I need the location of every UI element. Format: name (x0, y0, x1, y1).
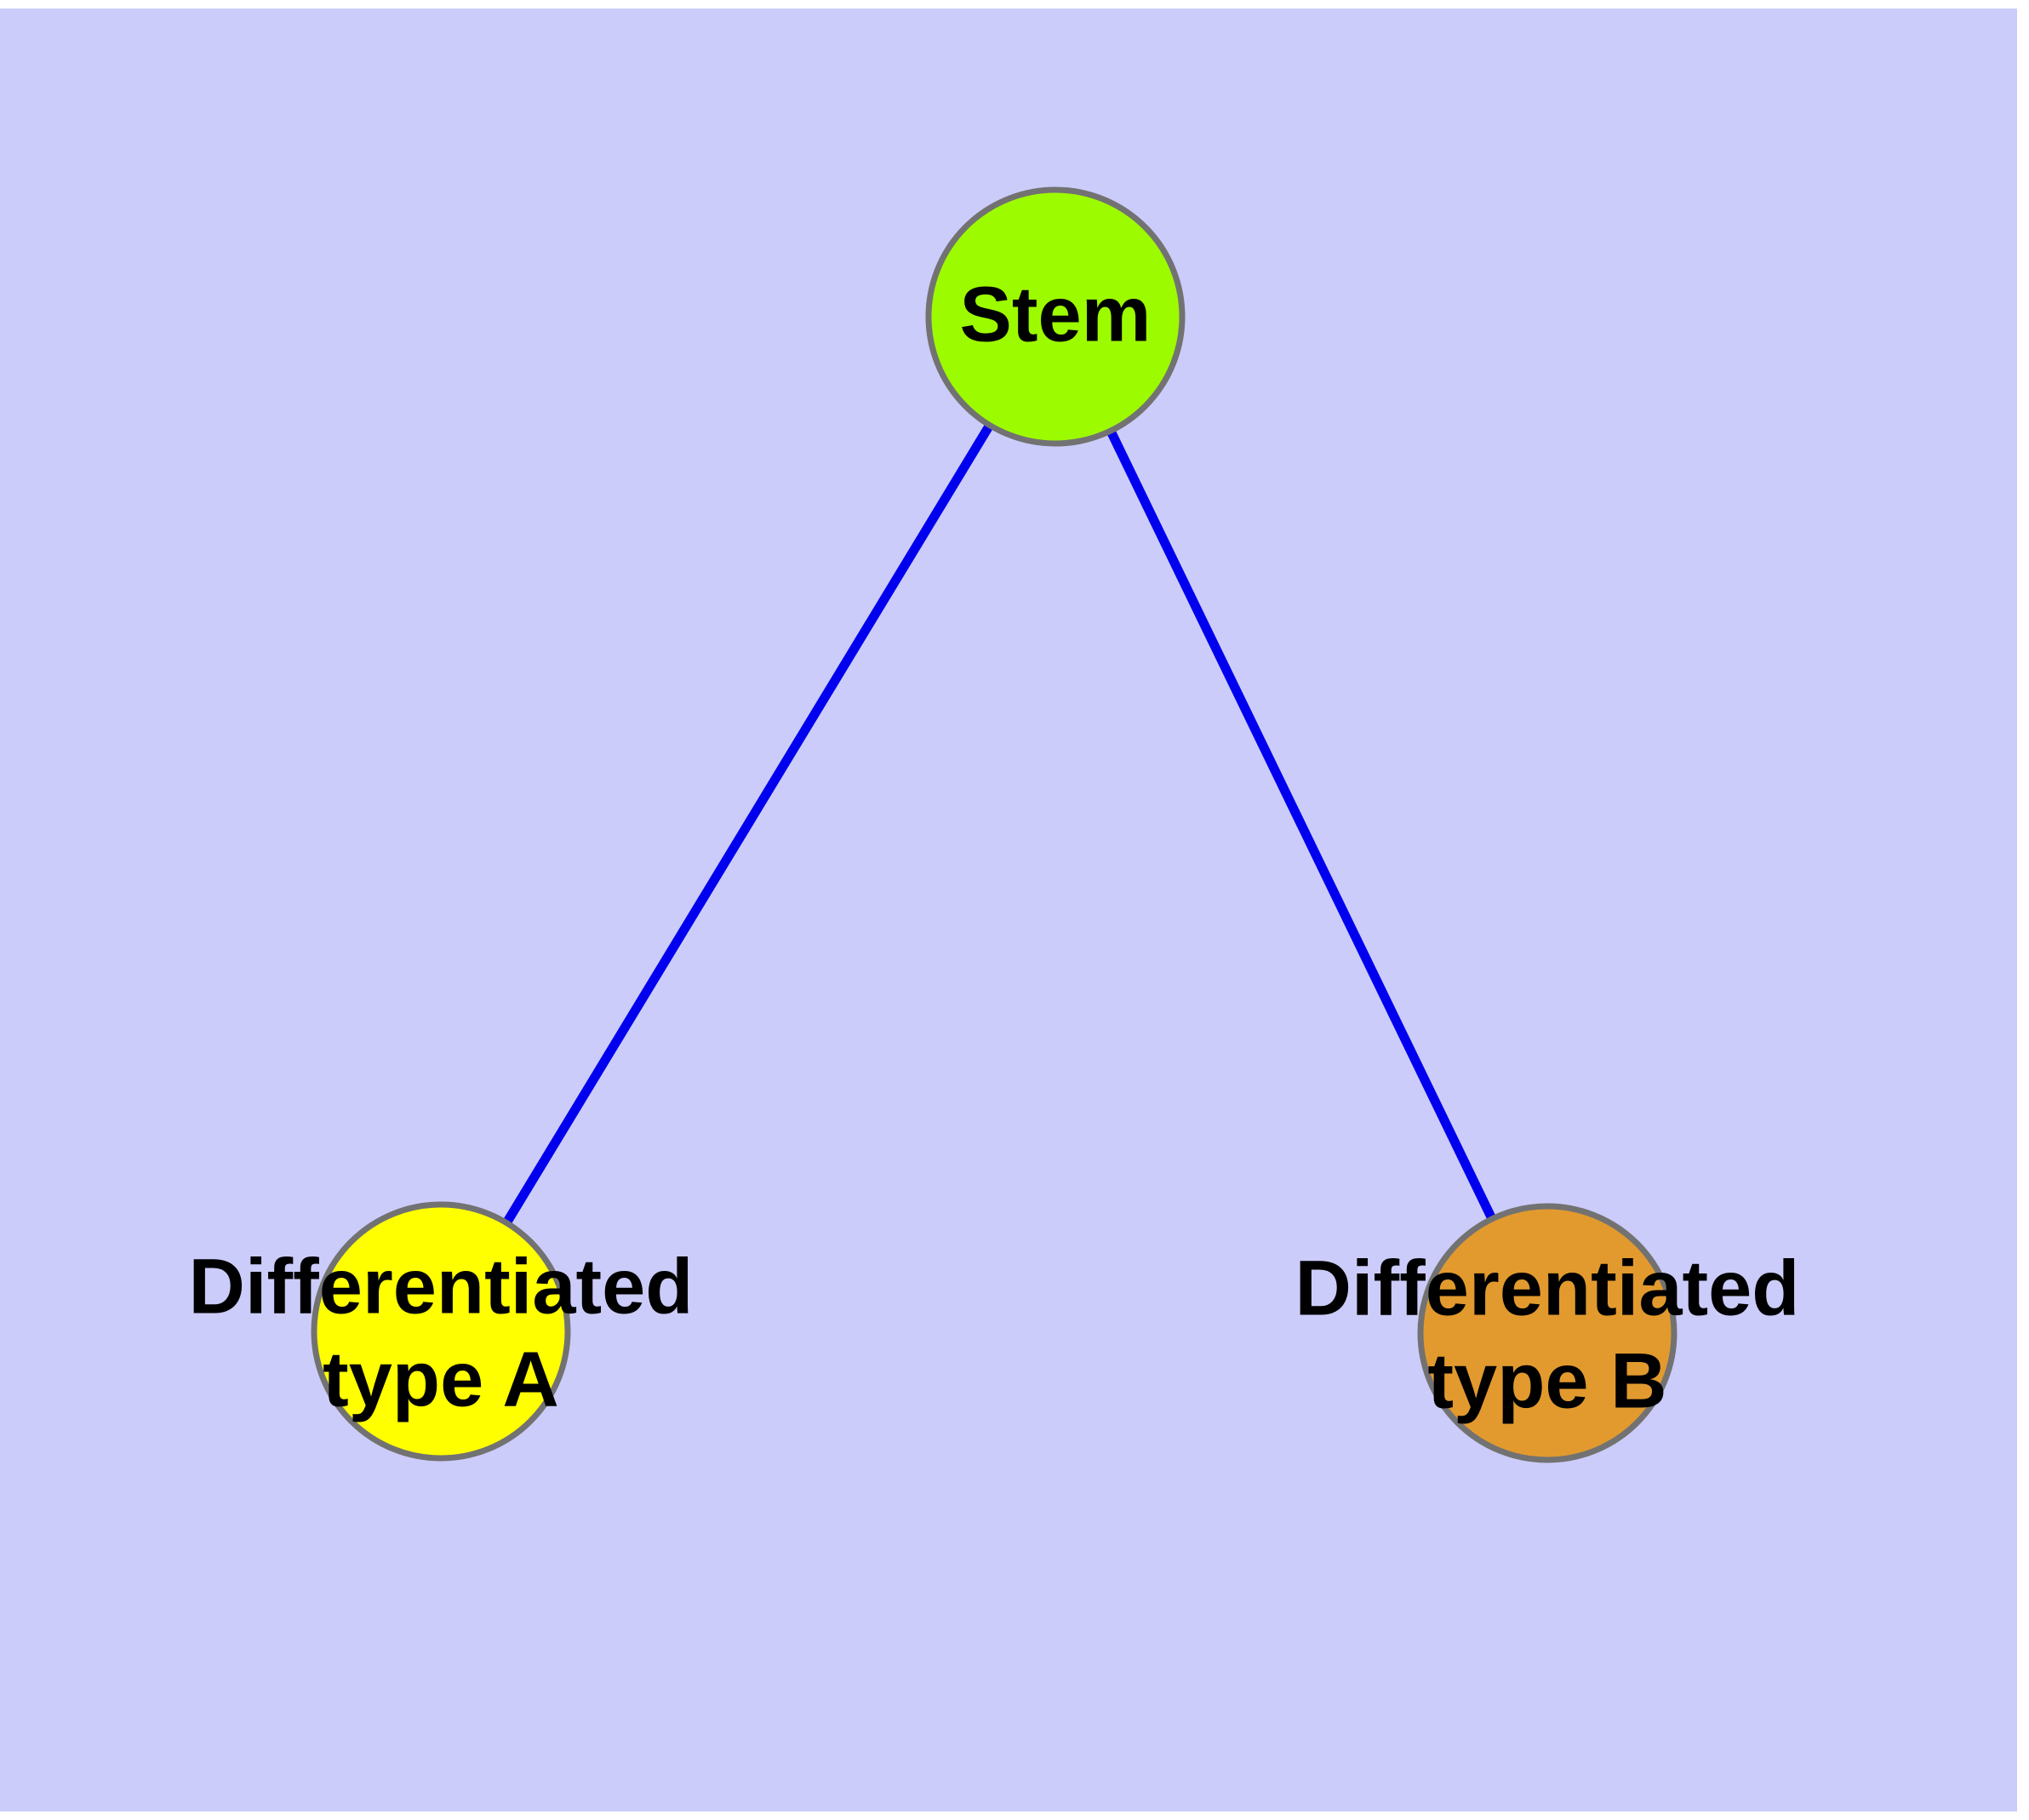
node-label-differentiated-type-a-line2: type A (323, 1336, 559, 1422)
node-circle-differentiated-type-b[interactable] (1417, 1203, 1677, 1463)
graph-svg: Stem Differentiated type A Differentiate… (189, 186, 1800, 1463)
node-circle-differentiated-type-a[interactable] (311, 1201, 571, 1462)
edge-layer (437, 314, 1552, 1336)
node-label-stem: Stem (960, 271, 1152, 358)
node-layer (311, 186, 1677, 1463)
label-layer: Stem Differentiated type A Differentiate… (189, 271, 1800, 1424)
node-label-differentiated-type-b-line1: Differentiated (1295, 1245, 1800, 1331)
node-circle-stem[interactable] (925, 186, 1186, 447)
graph-plot-area: Stem Differentiated type A Differentiate… (0, 9, 2017, 1811)
edge-stem-to-differentiated-type-b[interactable] (1051, 314, 1552, 1336)
node-label-differentiated-type-b-line2: type B (1427, 1337, 1666, 1424)
node-label-differentiated-type-a-line1: Differentiated (189, 1243, 694, 1330)
edge-stem-to-differentiated-type-a[interactable] (437, 314, 1060, 1334)
